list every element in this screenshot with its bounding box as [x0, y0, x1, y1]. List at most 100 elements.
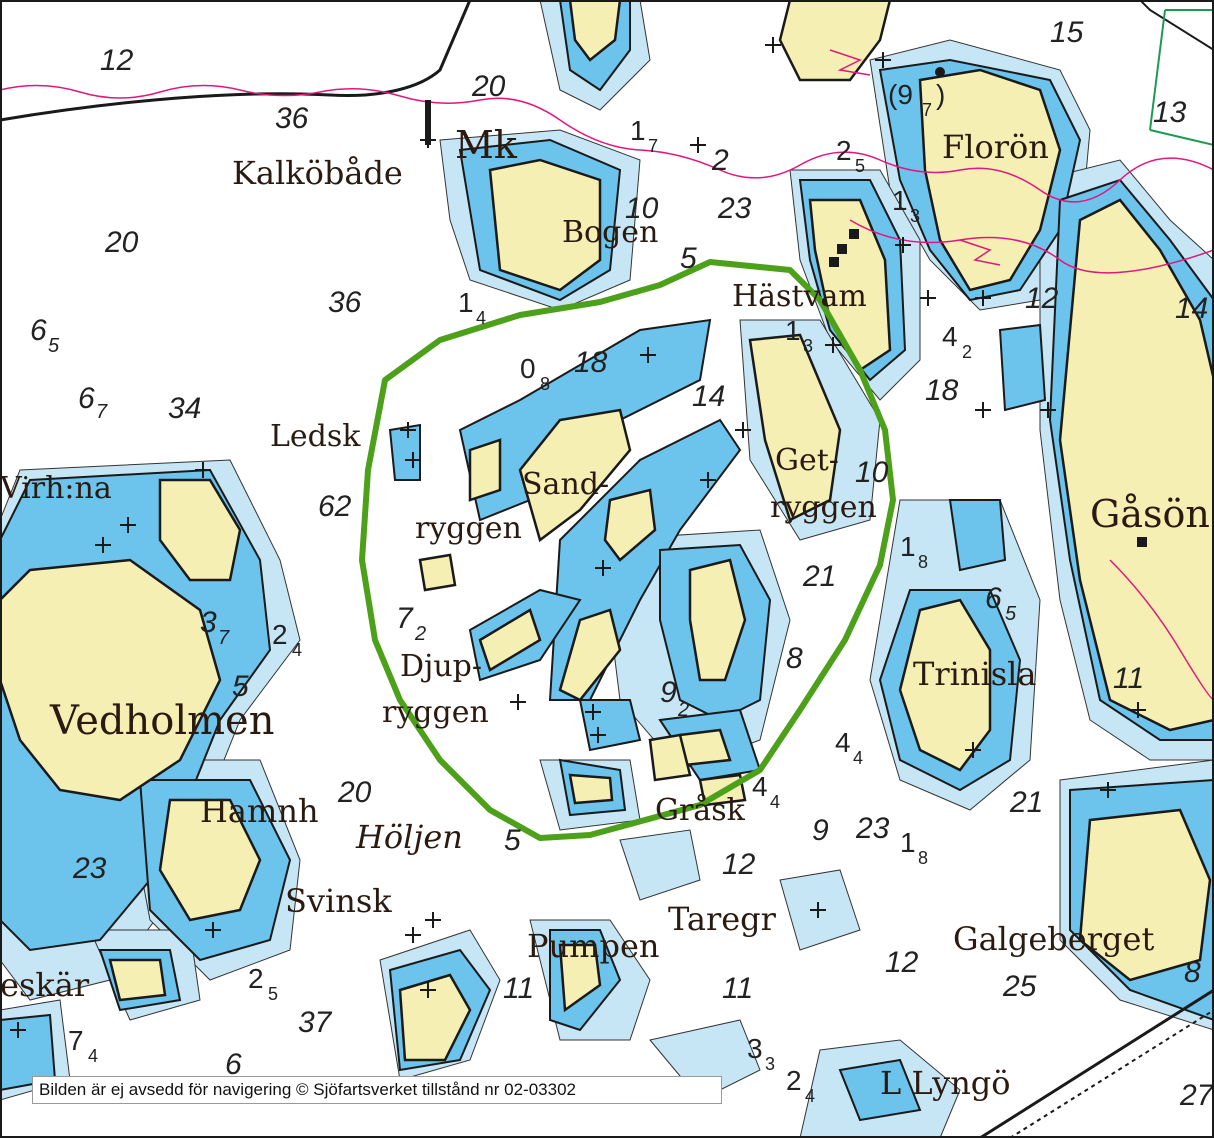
sounding: 5 [232, 670, 249, 703]
sounding: 15 [1050, 16, 1084, 49]
sounding: 23 [855, 812, 890, 845]
sounding: 36 [328, 286, 362, 319]
svg-text:4: 4 [88, 1046, 98, 1066]
place-djup: Djup- [400, 649, 482, 684]
svg-text:3: 3 [747, 1033, 763, 1064]
place-svinsk: Svinsk [285, 882, 392, 920]
svg-text:8: 8 [918, 552, 928, 572]
svg-text:1: 1 [900, 827, 916, 858]
sounding: 10 [855, 456, 889, 489]
svg-text:7: 7 [648, 136, 658, 156]
sounding: 5 [680, 242, 697, 275]
sounding: 12 [1025, 282, 1059, 315]
svg-text:7: 7 [68, 1025, 84, 1056]
svg-text:1: 1 [900, 531, 916, 562]
svg-text:6: 6 [30, 314, 47, 347]
sounding: 11 [722, 972, 753, 1005]
svg-text:9: 9 [660, 676, 677, 709]
sounding: 10 [625, 192, 659, 225]
place-get: Get- [775, 443, 839, 478]
sounding: 25 [1002, 970, 1037, 1003]
svg-text:2: 2 [677, 699, 689, 721]
sounding: 18 [574, 346, 608, 379]
place-hastvam: Hästvam [732, 279, 867, 314]
svg-text:): ) [936, 79, 945, 110]
svg-text:4: 4 [835, 727, 851, 758]
svg-text:1: 1 [785, 315, 801, 346]
place-trinisla: Trinisla [913, 655, 1036, 693]
sounding: 62 [318, 490, 352, 523]
sounding: 34 [168, 392, 201, 425]
svg-text:4: 4 [476, 308, 486, 328]
sounding: 5 [504, 824, 521, 857]
sounding: 20 [337, 776, 372, 809]
place-pumpen: Pumpen [527, 927, 660, 965]
depth-soundings: 12 20 36 20 36 34 62 15 13 23 10 2 5 12 … [72, 16, 1214, 1112]
sounding: 12 [100, 44, 134, 77]
place-eskar: eskär [0, 966, 90, 1004]
svg-text:4: 4 [805, 1086, 815, 1106]
svg-text:2: 2 [962, 342, 972, 362]
svg-text:0: 0 [520, 353, 536, 384]
sounding: 23 [72, 852, 107, 885]
copyright-notice: Bilden är ej avsedd för navigering © Sjö… [32, 1076, 722, 1104]
place-sand: Sand- [522, 467, 609, 502]
seamarks [425, 67, 1147, 547]
sounding: 12 [722, 848, 756, 881]
highlight-outline [359, 259, 896, 841]
sounding: 11 [503, 972, 534, 1005]
sounding: 18 [925, 374, 959, 407]
sounding: 20 [471, 70, 506, 103]
svg-text:2: 2 [248, 963, 264, 994]
svg-text:1: 1 [630, 115, 646, 146]
svg-text:2: 2 [272, 619, 288, 650]
sounding: 14 [692, 380, 725, 413]
svg-text:4: 4 [853, 748, 863, 768]
sounding: 13 [1153, 96, 1187, 129]
sounding: 2 [711, 144, 729, 177]
place-sandryggen: ryggen [415, 511, 522, 546]
sounding: 21 [1009, 786, 1043, 819]
svg-text:7: 7 [396, 602, 414, 635]
sounding: 27 [1179, 1079, 1214, 1112]
sounding: 21 [802, 560, 836, 593]
svg-text:5: 5 [48, 335, 60, 357]
place-names: Mk Kalköbåde Bogen Florön Hästvam Ledsk … [0, 123, 1210, 1102]
place-vedholmen: Vedholmen [49, 698, 275, 744]
place-taregr: Taregr [668, 900, 777, 938]
svg-text:7: 7 [218, 627, 230, 649]
land-areas [0, 0, 1214, 1062]
svg-text:1: 1 [892, 185, 908, 216]
place-galgeberget: Galgeberget [953, 920, 1154, 958]
place-llyngo: L Lyngö [880, 1064, 1011, 1102]
svg-text:7: 7 [922, 100, 932, 120]
svg-text:6: 6 [985, 582, 1002, 615]
svg-text:3: 3 [200, 606, 217, 639]
magenta-boundary [0, 49, 1214, 701]
sounding: 8 [786, 642, 803, 675]
sounding: 9 [812, 814, 829, 847]
sounding: 23 [717, 192, 752, 225]
sounding: 11 [1113, 662, 1144, 695]
rock-symbols [10, 37, 1146, 1038]
svg-text:3: 3 [910, 206, 920, 226]
subscript-sounding: 92 [660, 676, 689, 721]
